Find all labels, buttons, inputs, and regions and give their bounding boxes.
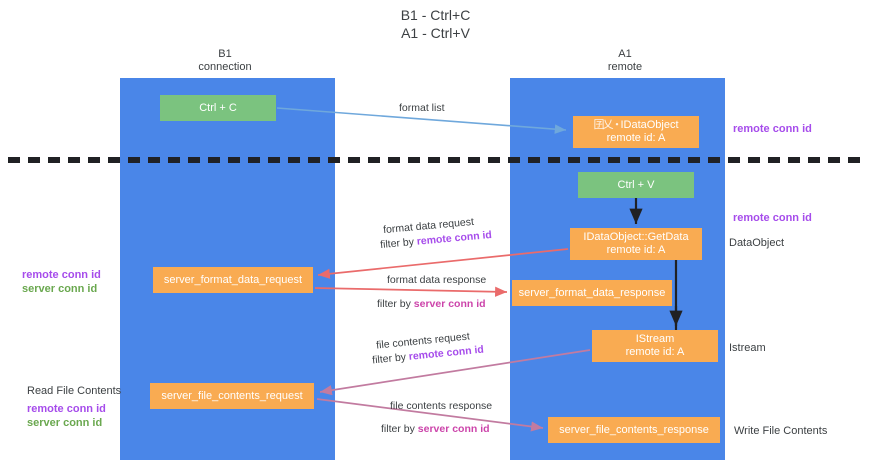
- page-title: B1 - Ctrl+C A1 - Ctrl+V: [0, 6, 871, 42]
- edge-label-format-data-response-filter: filter by server conn id: [377, 297, 486, 311]
- title-line-1: B1 - Ctrl+C: [400, 7, 471, 23]
- node-ctrl-v[interactable]: Ctrl + V: [578, 172, 694, 198]
- node-getdata-sublabel: remote id: A: [606, 244, 666, 256]
- node-idataobject-sublabel: remote id: A: [606, 132, 666, 144]
- node-istream[interactable]: IStream remote id: A: [592, 330, 718, 362]
- edge-format-data-response: [314, 286, 508, 297]
- annotation-istream: Istream: [729, 341, 766, 355]
- node-ctrl-v-label: Ctrl + V: [617, 178, 655, 191]
- dashed-separator: [8, 157, 864, 163]
- node-server-format-data-request[interactable]: server_format_data_request: [153, 267, 313, 293]
- filter-value-server-conn-id: server conn id: [417, 423, 490, 435]
- annotation-text: Write File Contents: [734, 425, 828, 437]
- node-idataobject-label: 囝乂・IDataObject: [593, 119, 678, 132]
- node-ctrl-c-label: Ctrl + C: [199, 101, 237, 114]
- glyph-artifact: 囝乂・: [593, 119, 622, 131]
- node-server-format-data-response[interactable]: server_format_data_response: [512, 280, 672, 306]
- annotation-server-conn-id: server conn id: [27, 417, 103, 429]
- column-header-b1-subtitle: connection: [198, 61, 252, 73]
- edge-label-file-contents-response-filter: filter by server conn id: [381, 422, 490, 436]
- node-idataobject-getdata[interactable]: IDataObject::GetData remote id: A: [570, 228, 702, 260]
- node-server-file-contents-response-label: server_file_contents_response: [559, 423, 709, 436]
- filter-prefix: filter by: [379, 235, 418, 252]
- node-idataobject-name: IDataObject: [620, 119, 679, 131]
- annotation-read-file-contents: Read File Contents: [27, 384, 121, 398]
- column-header-b1: B1 connection: [135, 48, 315, 74]
- annotation-text: Read File Contents: [27, 385, 122, 397]
- node-istream-label: IStream: [635, 333, 675, 345]
- edge-label-file-contents-response: file contents response: [390, 400, 493, 412]
- node-idataobject[interactable]: 囝乂・IDataObject remote id: A: [573, 116, 699, 148]
- annotation-right-remote-conn-id-1: remote conn id: [733, 122, 812, 136]
- annotation-remote-conn-id: remote conn id: [27, 403, 106, 415]
- node-getdata-label: IDataObject::GetData: [583, 231, 689, 243]
- node-istream-sublabel: remote id: A: [625, 346, 685, 358]
- annotation-text: remote conn id: [733, 123, 812, 135]
- annotation-dataobject: DataObject: [729, 236, 784, 250]
- column-header-a1-name: A1: [618, 48, 632, 60]
- node-server-format-data-response-label: server_format_data_response: [518, 286, 666, 299]
- annotation-remote-conn-id: remote conn id: [22, 269, 101, 281]
- annotation-right-remote-conn-id-2: remote conn id: [733, 211, 812, 225]
- annotation-left-conn-ids-2: remote conn id server conn id: [27, 402, 106, 430]
- node-server-file-contents-request[interactable]: server_file_contents_request: [150, 383, 314, 409]
- edge-label-format-list: format list: [399, 102, 445, 114]
- annotation-server-conn-id: server conn id: [22, 283, 98, 295]
- node-server-file-contents-request-label: server_file_contents_request: [161, 389, 303, 402]
- node-server-format-data-request-label: server_format_data_request: [163, 273, 303, 286]
- column-header-b1-name: B1: [218, 48, 232, 60]
- annotation-write-file-contents: Write File Contents: [734, 424, 827, 438]
- column-header-a1-subtitle: remote: [607, 61, 643, 73]
- filter-value-server-conn-id: server conn id: [413, 298, 486, 310]
- node-server-file-contents-response[interactable]: server_file_contents_response: [548, 417, 720, 443]
- filter-prefix: filter by: [381, 423, 418, 435]
- annotation-text: DataObject: [729, 237, 785, 249]
- node-ctrl-c[interactable]: Ctrl + C: [160, 95, 276, 121]
- title-line-2: A1 - Ctrl+V: [401, 25, 470, 41]
- edge-label-format-data-response: format data response: [387, 274, 487, 286]
- annotation-text: Istream: [729, 342, 766, 354]
- annotation-left-conn-ids: remote conn id server conn id: [22, 268, 101, 296]
- column-header-a1: A1 remote: [535, 48, 715, 74]
- filter-prefix: filter by: [371, 350, 410, 367]
- filter-prefix: filter by: [377, 298, 414, 310]
- annotation-text: remote conn id: [733, 212, 812, 224]
